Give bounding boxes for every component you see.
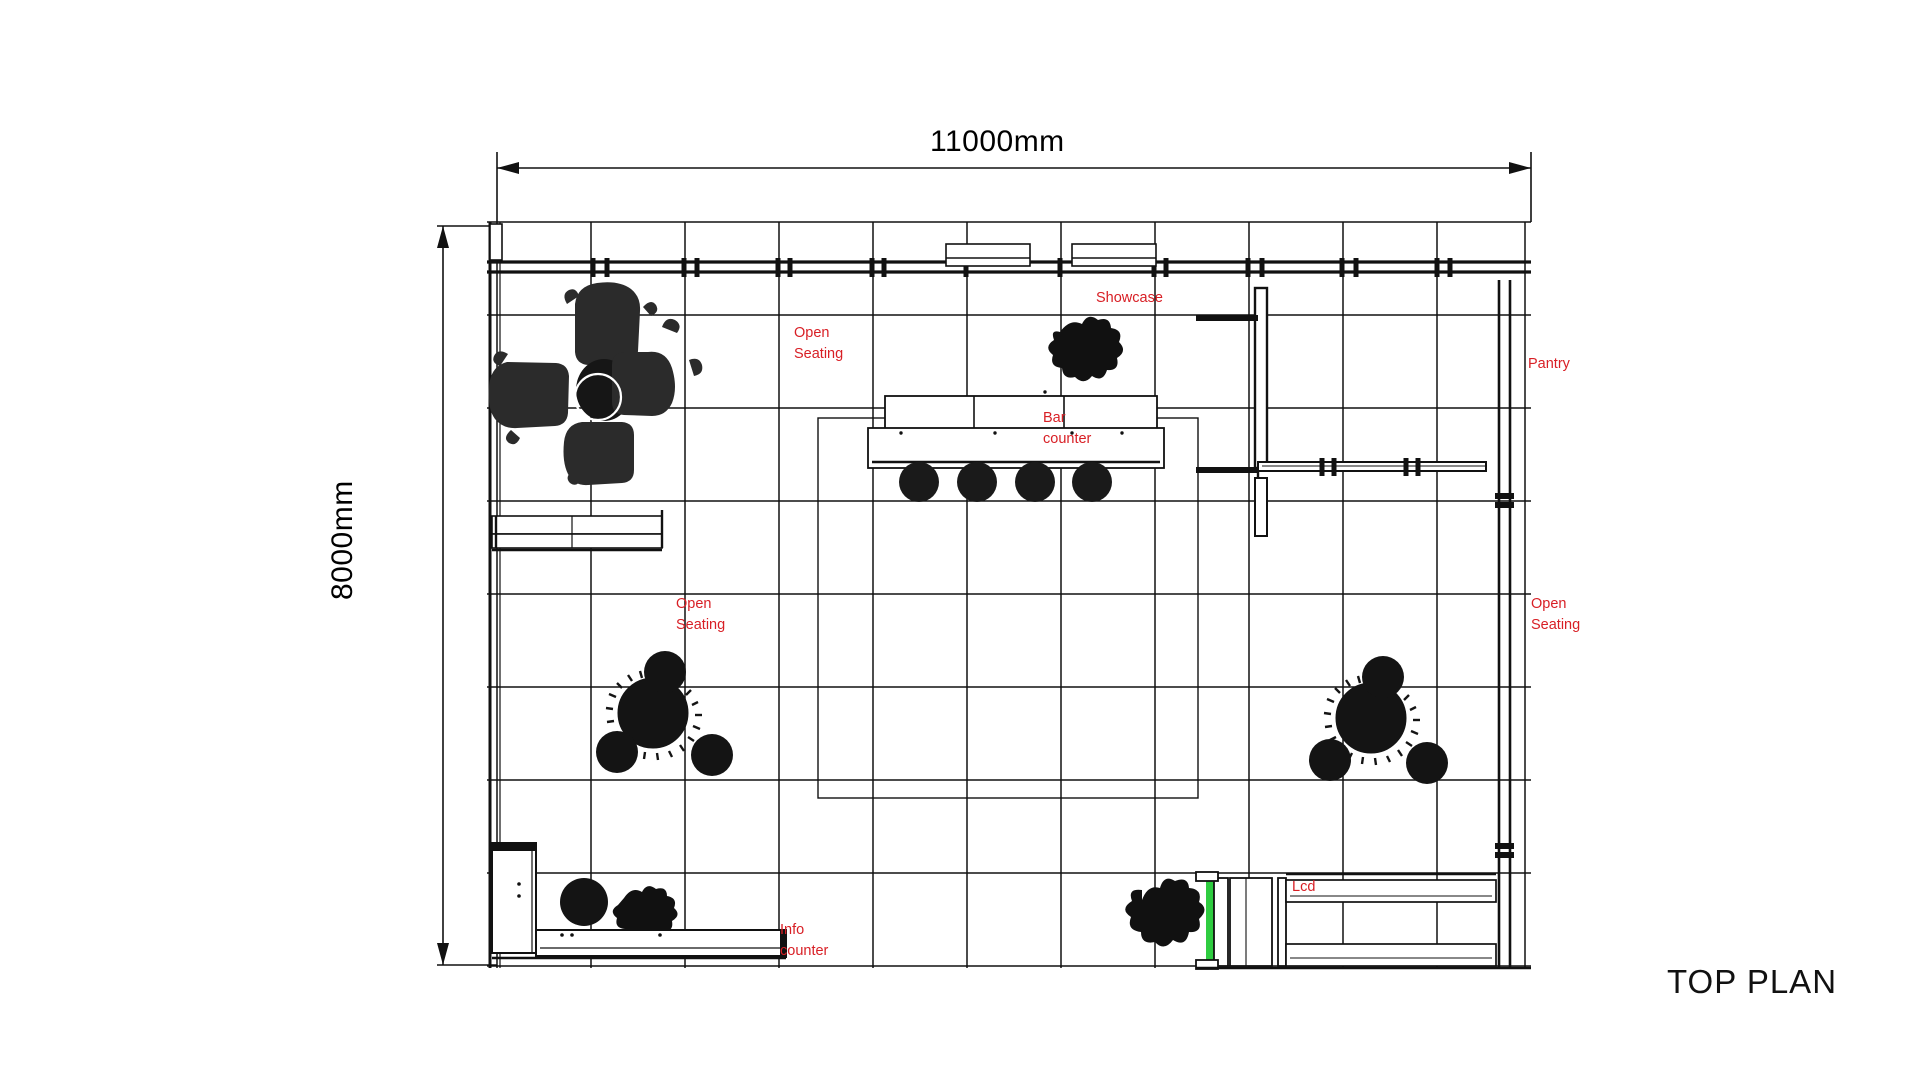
dimension-left [437, 225, 497, 966]
label-open-seating-upper-left: Open Seating [794, 325, 844, 362]
label-lcd: Lcd [1292, 879, 1316, 895]
table-chair [644, 651, 686, 693]
lounge-chair [564, 282, 658, 365]
bar-stool [957, 462, 997, 502]
round-table-group-left [596, 651, 733, 776]
drawing-title: TOP PLAN [1667, 963, 1838, 1000]
info-counter-unit [491, 842, 787, 960]
plant-left-lower [612, 886, 678, 941]
dimension-height-label: 8000mm [326, 480, 359, 600]
wall-right [1495, 280, 1514, 968]
table-chair [1406, 742, 1448, 784]
info-counter-seats [560, 878, 608, 926]
table-chair [1362, 656, 1404, 698]
bar-stools [899, 462, 1112, 502]
dimension-width-label: 11000mm [930, 125, 1065, 158]
console-upper-left [491, 510, 664, 552]
plant-lcd-area [1125, 878, 1205, 947]
coffee-table [573, 372, 623, 422]
table-chair [691, 734, 733, 776]
lcd-display-wall [1195, 871, 1531, 970]
label-open-seating-right: Open Seating [1531, 596, 1581, 633]
dimension-top [496, 152, 1532, 222]
bar-stool [899, 462, 939, 502]
table-chair [1309, 739, 1351, 781]
bar-stool [1072, 462, 1112, 502]
pantry-room [1196, 286, 1487, 537]
lcd-screen [1206, 876, 1214, 968]
lounge-chair [612, 318, 703, 416]
bar-stool [1015, 462, 1055, 502]
label-showcase: Showcase [1096, 290, 1163, 306]
plant-center [1048, 316, 1124, 382]
showcase-cabinets [945, 243, 1157, 267]
label-bar-counter: Bar counter [1043, 410, 1092, 447]
table-chair [596, 731, 638, 773]
round-table-group-right [1309, 656, 1448, 784]
label-info-counter: Info counter [780, 922, 829, 959]
lounge-chair [488, 351, 569, 445]
lounge-chair [563, 422, 634, 486]
stool [560, 878, 608, 926]
lounge-cluster-upper-left [488, 282, 703, 486]
bar-counter-unit [867, 390, 1165, 469]
label-open-seating-lower-left: Open Seating [676, 596, 726, 633]
label-pantry: Pantry [1528, 356, 1570, 372]
